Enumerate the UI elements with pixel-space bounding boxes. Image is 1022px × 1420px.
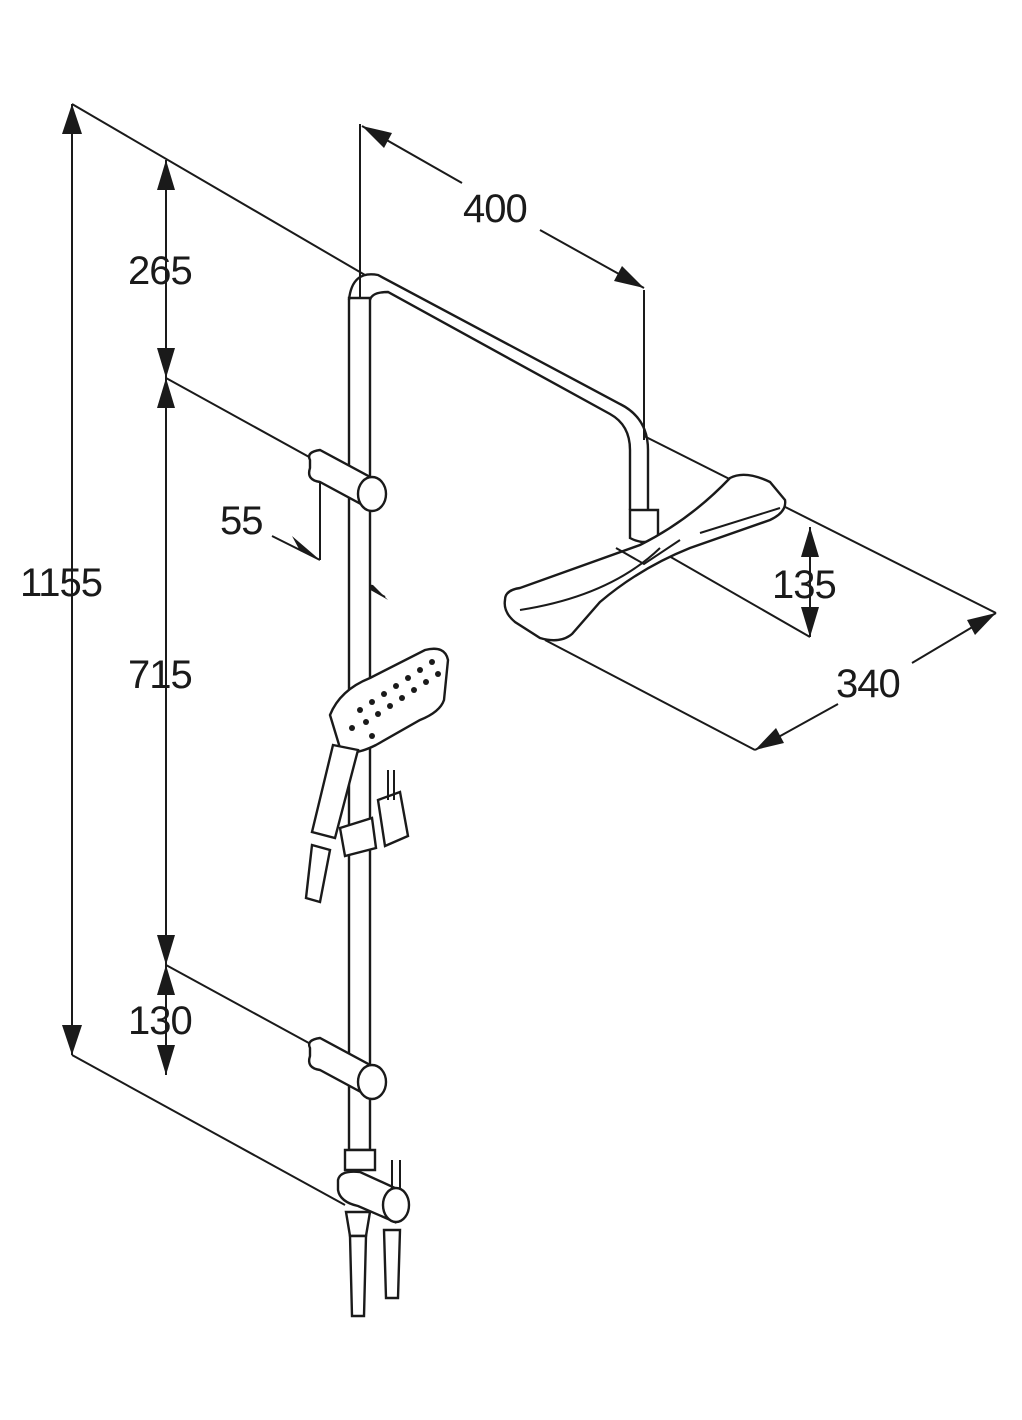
hand-shower-holder bbox=[338, 770, 410, 858]
arm-reach-label: 400 bbox=[463, 187, 527, 231]
top-wall-bracket bbox=[307, 448, 388, 513]
wall-offset-label: 55 bbox=[220, 499, 263, 543]
spray-nozzles bbox=[349, 659, 441, 739]
wall-offset-dimension: 55 bbox=[220, 463, 388, 600]
middle-section-label: 715 bbox=[128, 653, 192, 697]
top-section-dimension: 265 bbox=[128, 160, 193, 378]
bottom-section-label: 130 bbox=[128, 999, 192, 1043]
total-height-label: 1155 bbox=[20, 561, 102, 605]
bottom-wall-bracket bbox=[307, 1036, 388, 1101]
bottom-section-dimension: 130 bbox=[128, 965, 193, 1075]
head-width-dimension: 340 bbox=[544, 435, 997, 751]
head-depth-dimension: 135 bbox=[654, 527, 837, 638]
supply-hoses bbox=[348, 1228, 402, 1318]
total-height-dimension: 1155 bbox=[20, 103, 366, 1206]
diverter-outlet bbox=[336, 1148, 411, 1238]
head-width-label: 340 bbox=[836, 662, 900, 706]
hand-shower bbox=[304, 647, 450, 904]
overhead-shower-head bbox=[503, 473, 787, 642]
top-section-label: 265 bbox=[128, 249, 192, 293]
middle-section-dimension: 715 bbox=[128, 377, 321, 1049]
head-depth-label: 135 bbox=[772, 563, 836, 607]
